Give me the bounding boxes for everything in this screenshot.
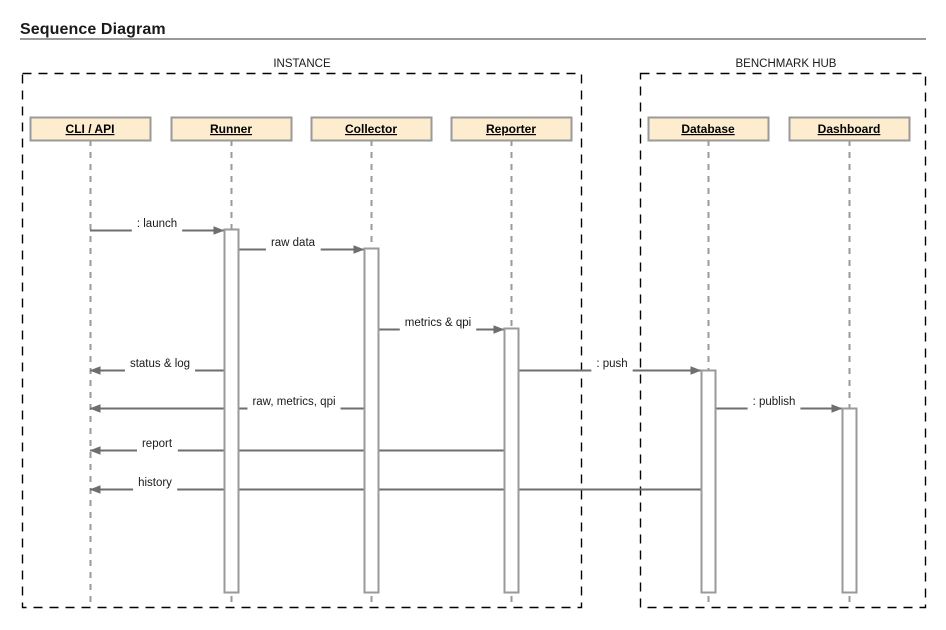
- lifeline-box-cli-api[interactable]: [29, 116, 152, 142]
- frame-border: [21, 72, 583, 609]
- activation-bar-runner[interactable]: [223, 228, 240, 594]
- message-label-backing: [591, 363, 633, 377]
- activation-bar-collector[interactable]: [363, 247, 380, 594]
- lifeline-box-runner[interactable]: [170, 116, 293, 142]
- title-divider: [20, 38, 926, 40]
- lifeline-label-runner: Runner: [210, 122, 252, 136]
- frames-layer: INSTANCE BENCHMARK HUB: [21, 58, 927, 609]
- message-label-backing: [131, 223, 183, 237]
- message-label: raw, metrics, qpi: [252, 396, 335, 408]
- lifeline-cli-api: CLI / API: [29, 116, 152, 607]
- activation-bar-reporter[interactable]: [503, 327, 520, 594]
- lifeline-box-reporter[interactable]: [450, 116, 573, 142]
- message-label: history: [138, 477, 172, 489]
- lifeline-box-collector[interactable]: [310, 116, 433, 142]
- message-label: raw data: [271, 237, 316, 249]
- lifeline-label-collector: Collector: [345, 122, 397, 136]
- labels-layer: : launch raw data metrics & qpi status & lo…: [124, 218, 801, 496]
- lifeline-label-database: Database: [681, 122, 735, 136]
- lifeline-label-cli-api: CLI / API: [66, 122, 115, 136]
- lifeline-label-dashboard: Dashboard: [818, 122, 881, 136]
- message-label-backing: [124, 363, 196, 377]
- message-label-backing: [133, 482, 178, 496]
- activation-bar-dashboard[interactable]: [841, 407, 858, 594]
- messages-layer: [89, 226, 843, 494]
- message-label: : launch: [137, 218, 177, 230]
- frame-border: [639, 72, 927, 609]
- message-label-backing: [399, 322, 477, 336]
- message-label-backing: [265, 242, 321, 256]
- lifeline-box-dashboard[interactable]: [788, 116, 911, 142]
- message-label: metrics & qpi: [405, 317, 471, 329]
- benchmark-hub-frame: BENCHMARK HUB: [639, 58, 927, 609]
- frame-label: INSTANCE: [273, 58, 331, 70]
- frame-label: BENCHMARK HUB: [736, 58, 837, 70]
- message-label: : publish: [753, 396, 796, 408]
- page-title: Sequence Diagram: [20, 20, 166, 38]
- message-label: report: [142, 438, 173, 450]
- activations-layer: [223, 228, 858, 594]
- lifeline-box-database[interactable]: [647, 116, 770, 142]
- message-label: status & log: [130, 358, 190, 370]
- activation-bar-database[interactable]: [700, 369, 717, 594]
- message-label-backing: [747, 401, 801, 415]
- message-label-backing: [247, 401, 341, 415]
- lifeline-dashboard: Dashboard: [788, 116, 911, 607]
- instance-frame: INSTANCE: [21, 58, 583, 609]
- message-label-backing: [136, 443, 178, 457]
- message-label: : push: [596, 358, 627, 370]
- lifeline-label-reporter: Reporter: [486, 122, 536, 136]
